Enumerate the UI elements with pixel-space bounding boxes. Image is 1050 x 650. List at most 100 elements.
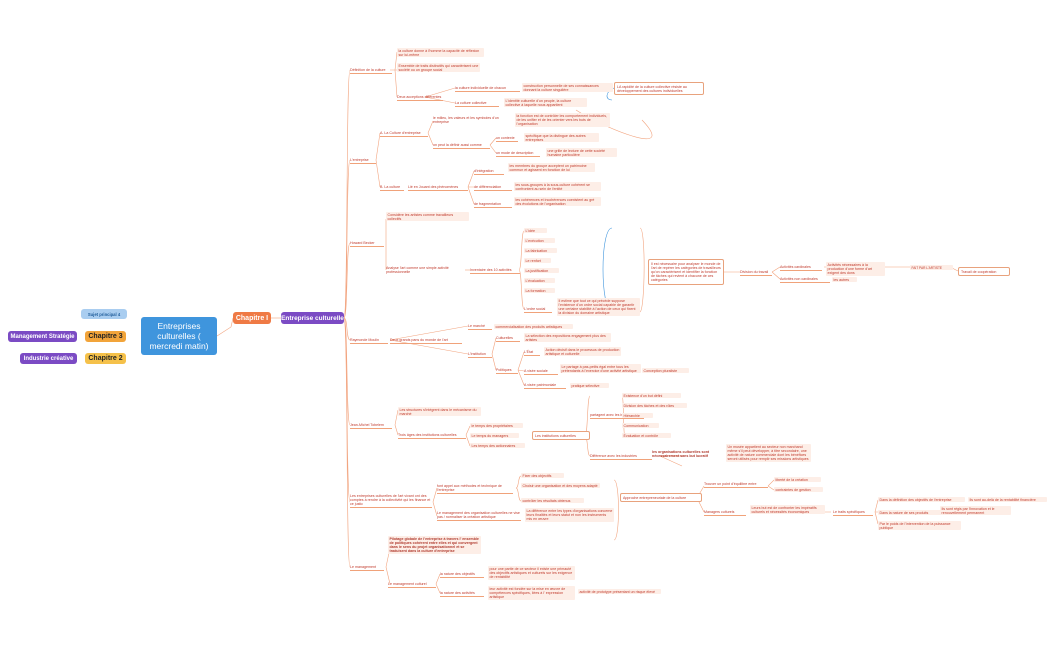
node-b-la-culture[interactable]: B. La culture — [380, 185, 404, 191]
activity-0[interactable]: L'idée — [524, 228, 547, 234]
node-visee-sociale[interactable]: A visée sociale — [524, 369, 558, 375]
node-becker-c2[interactable]: Analyse l'art comme une simple activité … — [386, 266, 449, 275]
node-partagent[interactable]: partagent avec les industries — [590, 413, 644, 419]
node-nature-activites-desc[interactable]: leur activité est fondée sur la mise en … — [488, 586, 575, 600]
point-4[interactable]: Évaluation et contrôle — [622, 433, 671, 439]
node-nature-objectifs[interactable]: la nature des objectifs — [440, 572, 484, 578]
node-culture-individuelle-desc[interactable]: construction personnelle de ses connaiss… — [522, 83, 613, 93]
node-contexte-desc[interactable]: spécifique que la distingue des autres e… — [524, 133, 599, 143]
node-division-travail[interactable]: Division du travail — [740, 270, 772, 276]
node-trait-1-desc[interactable]: Ils sont au-delà de la rentabilité finan… — [968, 497, 1047, 503]
node-management-culturel[interactable]: Le management culturel — [388, 582, 436, 588]
node-age-2[interactable]: Le temps du managers — [470, 433, 519, 439]
node-activites-cardinales[interactable]: Activités cardinales — [780, 265, 822, 271]
node-ne-vise-pas-desc[interactable]: La différence entre les types d'organisa… — [525, 508, 614, 522]
node-musee[interactable]: Un musée appartient au secteur non march… — [726, 444, 811, 462]
node-definir-aussi[interactable]: on peut la définir aussi comme — [433, 143, 490, 149]
node-pilotage-globale[interactable]: Pilotage globale de l'entreprise à trave… — [388, 536, 481, 554]
node-trait-1[interactable]: Dans la définition des objectifs de l'en… — [878, 497, 965, 503]
node-trait-2[interactable]: Dans la nature de ses produits — [878, 510, 941, 516]
node-deux-acceptions[interactable]: Deux acceptions différentes — [397, 95, 443, 101]
node-etat-desc[interactable]: Action décisif dans le processus de prod… — [544, 347, 621, 357]
node-art-vivant[interactable]: Les entreprises culturelles de l'art viv… — [350, 494, 432, 509]
node-etat[interactable]: L'État — [524, 350, 540, 356]
node-fragmentation[interactable]: de fragmentation — [474, 202, 512, 208]
node-lie-phenomenes[interactable]: Lié en Jouant des phénomènes — [408, 185, 468, 191]
central-topic[interactable]: Entreprises culturelles ( mercredi matin… — [141, 317, 217, 355]
topic-sujet-principal[interactable]: Sujet principal 4 — [81, 309, 127, 319]
node-leurs-but[interactable]: Leurs but est de confronter les impérati… — [750, 505, 825, 515]
activity-1[interactable]: L'exécution — [524, 238, 555, 244]
node-howard-becker[interactable]: Howard Becker — [350, 241, 384, 247]
node-fait-par-artiste[interactable]: FAIT PAR L'ARTISTE — [910, 265, 953, 271]
point-0[interactable]: Existence d'un but défini — [622, 393, 681, 399]
node-contexte[interactable]: un contexte — [496, 136, 518, 142]
node-jean-michel-tobelem[interactable]: Jean-Michel Tobelem — [350, 423, 392, 429]
node-tobelem-s1[interactable]: Les structures s'intègrent dans le mécan… — [398, 407, 481, 417]
node-culturelles[interactable]: Culturelles — [496, 336, 520, 342]
node-sans-but-lucratif[interactable]: les organisations culturelles sont néces… — [652, 450, 710, 459]
node-contraintes-gestion[interactable]: contraintes de gestion — [774, 487, 823, 493]
node-culture-entreprise[interactable]: A. La Culture d'entreprise — [380, 131, 428, 137]
node-le-management[interactable]: Le management — [350, 565, 384, 571]
activity-4[interactable]: La justification — [524, 268, 559, 274]
topic-management-strategie[interactable]: Management Stratégie — [8, 331, 77, 342]
node-marche-desc[interactable]: commercialisation des produits artistiqu… — [494, 324, 573, 330]
node-le-marche[interactable]: Le marché — [468, 324, 492, 330]
activity-5[interactable]: L'évaluation — [524, 278, 555, 284]
topic-industrie-creative[interactable]: Industrie créative — [20, 353, 77, 364]
node-cardinales-desc[interactable]: Activités nécessaires à la production d'… — [826, 262, 885, 276]
node-institutions-culturelles[interactable]: Les institutions culturelles — [532, 431, 590, 441]
node-integration[interactable]: d'intégration — [474, 169, 504, 175]
activity-2[interactable]: La fabrication — [524, 248, 557, 254]
node-conception-pluraliste[interactable]: Conception pluraliste — [642, 368, 689, 374]
node-les-autres[interactable]: les autres — [832, 277, 857, 283]
node-entreprise[interactable]: L'entreprise — [350, 158, 376, 164]
node-difference-industries[interactable]: Différence avec les industries — [590, 454, 652, 460]
node-travail-cooperation[interactable]: Travail de coopération — [958, 267, 1010, 277]
node-fixer-objectifs[interactable]: Fixer des objectifs — [521, 473, 564, 479]
node-liberte-creation[interactable]: liberté de la création — [774, 477, 821, 483]
node-culturelles-desc[interactable]: La sélection des expositions engagement … — [524, 333, 611, 343]
node-necessaire-note[interactable]: Il est nécessaire pour analyser le monde… — [648, 259, 724, 286]
node-becker-c1[interactable]: Considère les artistes comme travailleur… — [386, 212, 469, 222]
node-differenciation-desc[interactable]: les sous-groupes à la sous-culture cohér… — [514, 182, 601, 192]
activity-3[interactable]: Le renfort — [524, 258, 551, 264]
node-managers-culturels[interactable]: Managers culturels — [704, 510, 746, 516]
node-trois-ages[interactable]: Trois âges des institutions culturelles — [398, 433, 466, 439]
node-definition-culture[interactable]: Définition de la culture — [350, 68, 392, 74]
topic-chapitre-2[interactable]: Chapitre 2 — [85, 353, 126, 364]
point-2[interactable]: Hiérarchie — [622, 413, 653, 419]
node-rapidite-note[interactable]: LA rapidité de la culture collective rés… — [614, 82, 704, 96]
topic-chapitre-1[interactable]: Chapitre I — [233, 312, 271, 324]
node-milieu-valeurs-desc[interactable]: la fonction est de contrôler les comport… — [515, 113, 610, 127]
node-deux-grands-pans[interactable]: Deux grands pans du monde de l'art — [390, 338, 462, 344]
node-institution[interactable]: L'institution — [468, 352, 492, 358]
node-trait-3[interactable]: Par le poids de l'intervention de la pui… — [878, 521, 961, 531]
node-def-t2[interactable]: Ensemble de traits distinctifs qui carac… — [397, 63, 480, 73]
node-ordre-social-desc[interactable]: Il estime que tout ce qui précède suppos… — [557, 298, 640, 316]
node-approche-entrepreneuriale[interactable]: Approche entrepreneuriale de la culture — [620, 493, 702, 503]
node-politiques[interactable]: Politiques — [496, 368, 518, 374]
node-culture-collective-desc[interactable]: L'identité culturelle d'un peuple, la cu… — [504, 98, 587, 108]
node-differenciation[interactable]: de différenciation — [474, 185, 512, 191]
node-ne-vise-pas[interactable]: Le management des organisation culturell… — [437, 511, 521, 521]
node-nature-objectifs-desc[interactable]: pour une partie de ce secteur il existe … — [488, 566, 575, 580]
node-prototype-risque[interactable]: activité de prototype présentant un risq… — [578, 589, 661, 595]
node-methodes-entreprise[interactable]: font appel aux méthodes et technique de … — [437, 484, 513, 494]
topic-entreprise-culturelle[interactable]: Entreprise culturelle — [281, 312, 344, 324]
node-trouver-equilibre[interactable]: Trouver un point d'équilibre entre — [704, 482, 768, 488]
node-visee-patrimoniale[interactable]: A visée patrimoniale — [524, 383, 566, 389]
node-visee-sociale-desc[interactable]: Le partage à pas-petits égal entre tous … — [560, 364, 641, 374]
node-raymonde-moulin[interactable]: Raymonde Moulin — [350, 338, 388, 344]
point-1[interactable]: Division des tâches et des rôles — [622, 403, 687, 409]
node-mode-description[interactable]: un mode de description — [496, 151, 540, 157]
node-culture-collective[interactable]: La culture collective — [455, 101, 499, 107]
point-3[interactable]: Communication — [622, 423, 659, 429]
node-age-1[interactable]: le temps des propriétaires — [470, 423, 523, 429]
topic-chapitre-3[interactable]: Chapitre 3 — [85, 331, 126, 342]
node-integration-desc[interactable]: les membres du groupe acceptent un patri… — [508, 163, 595, 173]
node-traits-specifiques[interactable]: Le traits spécifiques — [833, 510, 873, 516]
node-def-t1[interactable]: la culture donne à l'homme la capacité d… — [397, 48, 484, 58]
node-choisir-organisation[interactable]: Choisir une organisation et des moyens a… — [521, 483, 600, 489]
